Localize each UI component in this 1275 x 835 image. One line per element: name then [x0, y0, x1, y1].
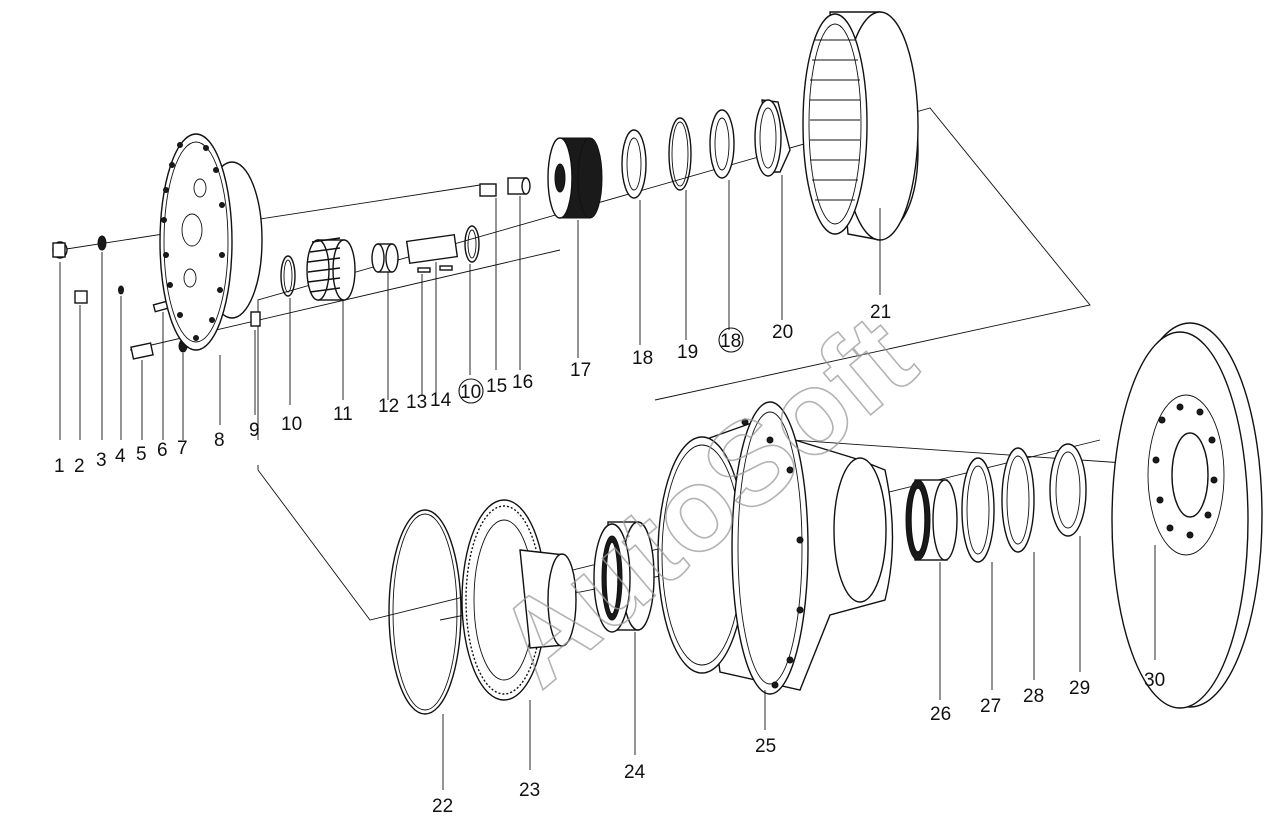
callout-1: 1	[54, 456, 65, 477]
callout-10b: 10	[460, 382, 481, 403]
part-24-bearing	[593, 521, 655, 755]
lower-callouts: 22 23 24 25 26 27 28 29 30	[432, 670, 1165, 817]
part-27-ring	[961, 457, 995, 690]
part-20-cone-bearing	[754, 99, 791, 320]
part-22-seal-ring	[388, 509, 462, 790]
part-2-bolt	[74, 290, 88, 440]
callout-6: 6	[157, 440, 168, 461]
part-10b-snap-ring	[464, 225, 480, 375]
callout-7: 7	[177, 438, 188, 459]
part-28-ring	[1001, 447, 1035, 680]
part-26-bearing-cup	[905, 479, 958, 700]
part-6-dowel-pin	[152, 300, 170, 440]
part-3-o-ring	[97, 235, 107, 440]
callout-25: 25	[755, 736, 776, 757]
part-21-ring-gear	[802, 11, 919, 295]
part-7-ring	[178, 339, 188, 440]
callout-30: 30	[1144, 670, 1165, 691]
part-1-bolt	[52, 241, 68, 440]
callout-18b: 18	[720, 331, 741, 352]
part-16-sleeve	[507, 177, 531, 370]
callout-18a: 18	[632, 348, 653, 369]
callout-4: 4	[115, 446, 126, 467]
callout-23: 23	[519, 780, 540, 801]
callout-10a: 10	[281, 414, 302, 435]
part-18b-bearing-race	[709, 109, 735, 330]
callout-29: 29	[1069, 678, 1090, 699]
callout-19: 19	[677, 342, 698, 363]
callout-18b-circle	[718, 327, 744, 353]
callout-20: 20	[772, 322, 793, 343]
part-8-carrier-flange	[159, 133, 263, 425]
part-15-stud	[479, 183, 497, 370]
callout-21: 21	[870, 302, 891, 323]
part-10-snap-ring	[280, 255, 296, 405]
callout-14: 14	[430, 390, 452, 411]
callout-26: 26	[930, 704, 951, 725]
callout-22: 22	[432, 796, 453, 817]
part-13-14-shaft-pins	[405, 233, 459, 395]
callout-12: 12	[378, 396, 399, 417]
part-19-circlip	[668, 117, 692, 340]
part-18-bearing-race	[621, 129, 647, 345]
callout-27: 27	[980, 696, 1001, 717]
callout-28: 28	[1023, 686, 1044, 707]
callout-5: 5	[136, 444, 147, 465]
callout-3: 3	[96, 450, 107, 471]
part-23-tone-ring	[461, 499, 577, 770]
part-17-sun-gear	[547, 137, 603, 358]
callout-9: 9	[249, 420, 260, 441]
callout-13: 13	[406, 392, 427, 413]
callout-11: 11	[333, 404, 353, 425]
callout-15: 15	[486, 376, 507, 397]
callout-24: 24	[624, 762, 646, 783]
callout-2: 2	[74, 456, 85, 477]
part-30-brake-disc	[1111, 322, 1263, 709]
part-9-set-screw	[250, 311, 261, 415]
callout-16: 16	[512, 372, 533, 393]
part-5-plug	[130, 342, 154, 440]
part-4-washer	[118, 285, 124, 440]
part-29-ring	[1049, 443, 1087, 672]
callout-17: 17	[570, 360, 591, 381]
callout-8: 8	[214, 430, 225, 451]
part-11-planet-gear	[306, 237, 356, 400]
callout-10b-circle	[458, 378, 484, 404]
part-25-wheel-hub	[657, 401, 894, 730]
upper-callouts: 1 2 3 4 5 6 7 8 9 10 11 12 13 14 10 15 1…	[54, 302, 891, 477]
part-12-bushing	[371, 243, 399, 400]
